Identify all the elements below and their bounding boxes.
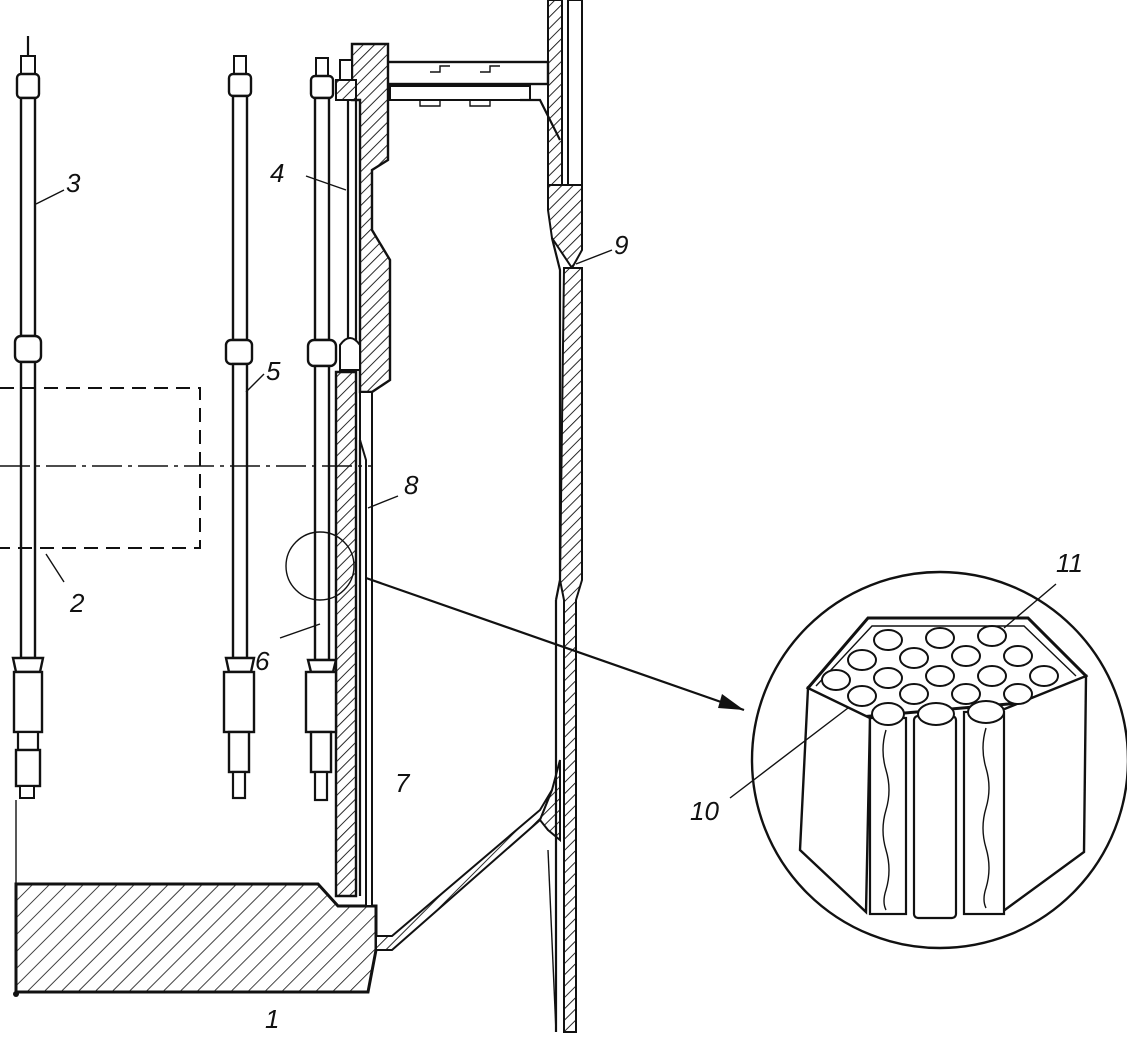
part-labels: 1 2 3 4 5 6 7 8 9 10 11 [66,158,1083,1034]
label-6: 6 [255,646,270,676]
base-plate [13,882,378,997]
label-7: 7 [395,768,411,798]
core-zone-outline [0,387,372,549]
label-8: 8 [404,470,419,500]
label-10: 10 [690,796,719,826]
label-9: 9 [614,230,628,260]
leader-lines [35,175,1057,799]
label-11: 11 [1056,548,1083,578]
rod-5 [222,55,256,800]
core-shroud [335,42,392,394]
core-wall [334,370,373,907]
label-4: 4 [270,158,284,188]
label-5: 5 [266,356,281,386]
rod-3 [11,36,45,884]
outer-vessel-wall [547,0,583,1033]
label-1: 1 [265,1004,279,1034]
rod-6 [304,57,338,802]
label-3: 3 [66,168,81,198]
fuel-assembly-detail [750,570,1127,950]
top-bracket [383,60,561,141]
label-2: 2 [69,588,85,618]
detail-callout [285,531,745,712]
